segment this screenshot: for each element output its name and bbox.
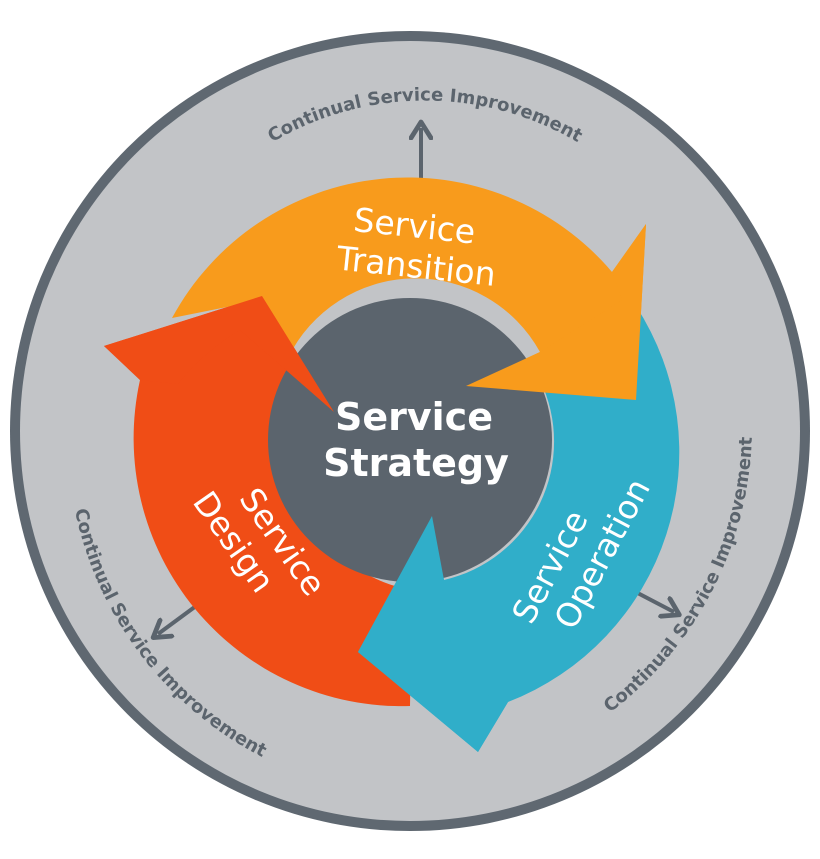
service-design-arrow <box>104 296 412 707</box>
improvement-arrow-left <box>158 604 198 634</box>
strategy-hub <box>268 298 552 582</box>
service-design-tip <box>104 296 334 412</box>
service-transition-tip <box>466 224 646 400</box>
strategy-title-line1: Service <box>335 395 493 439</box>
strategy-title-line2: Strategy <box>323 441 509 485</box>
service-operation-tip <box>358 516 508 752</box>
improvement-arrow-right <box>631 588 674 612</box>
